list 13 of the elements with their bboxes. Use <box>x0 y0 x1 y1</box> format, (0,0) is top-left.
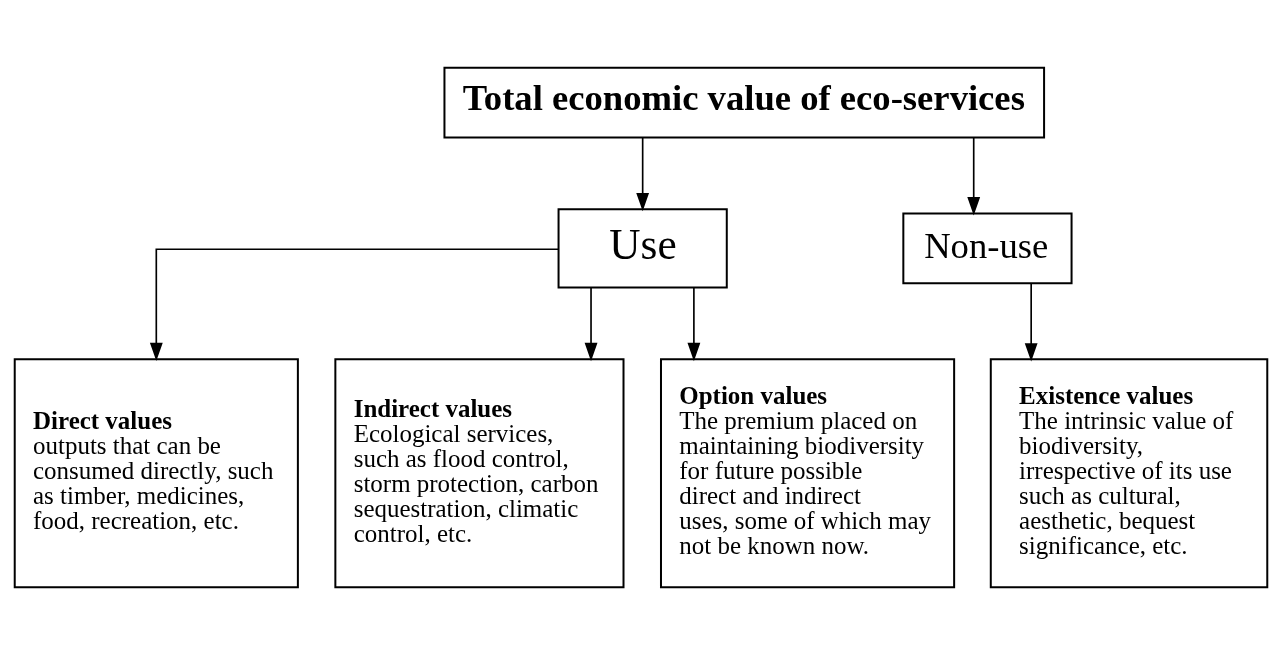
node-box: Direct values outputs that can be consumed directly, such as timber, medicines, food, recreation, etc. <box>13 358 299 589</box>
node-box: Use <box>557 208 728 289</box>
node-box: Option values The premium placed on maintaining biodiversity for future possible direct and indirect uses, some of which may not be known now. <box>660 358 956 589</box>
node-box: Existence values The intrinsic value of biodiversity, irrespective of its use such as cultural, aesthetic, bequest significance, etc. <box>989 358 1269 589</box>
node-box: Non-use <box>902 212 1073 285</box>
arrow <box>687 286 701 362</box>
node-box: Indirect values Ecological services, such as flood control, storm protection, carbon sequestration, climatic control, etc. <box>334 358 625 589</box>
arrow <box>1024 282 1038 362</box>
arrow <box>149 248 560 362</box>
arrow <box>636 137 650 212</box>
node-box: Total economic value of eco-services <box>443 66 1046 139</box>
arrow <box>584 286 598 362</box>
arrow <box>967 137 981 216</box>
